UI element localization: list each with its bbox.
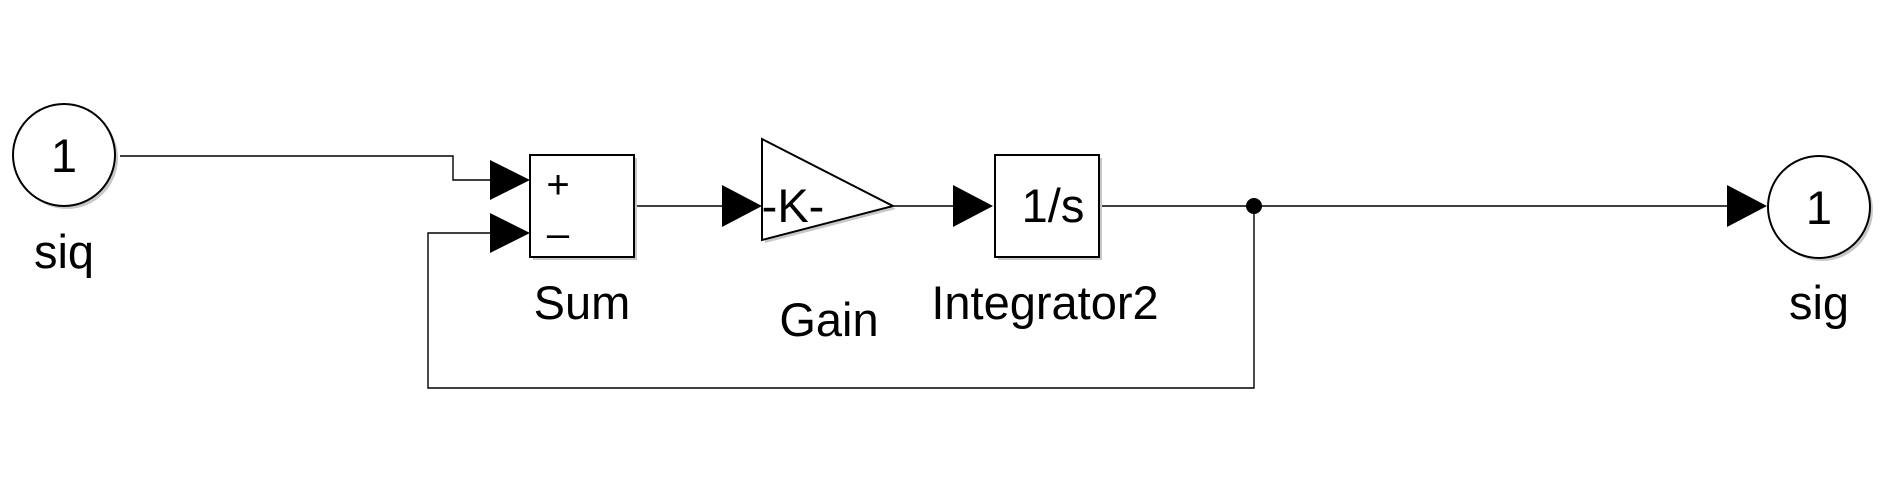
sum-plus-sign: + bbox=[546, 163, 569, 207]
integrator-expression: 1/s bbox=[1022, 179, 1085, 232]
wire-feedback-loop[interactable] bbox=[427, 206, 1255, 389]
sum-label[interactable]: Sum bbox=[534, 276, 631, 329]
integrator-block[interactable]: 1/s bbox=[994, 154, 1102, 260]
inport-block[interactable]: 1 bbox=[12, 103, 118, 209]
integrator-box bbox=[994, 154, 1100, 258]
arrowhead-integrator-input bbox=[953, 185, 993, 227]
arrowhead-outport-input bbox=[1727, 185, 1767, 227]
outport-block[interactable]: 1 bbox=[1767, 155, 1873, 261]
gain-label[interactable]: Gain bbox=[779, 293, 878, 346]
sum-box bbox=[529, 154, 635, 258]
outport-number: 1 bbox=[1806, 181, 1832, 234]
gain-value: -K- bbox=[762, 179, 825, 232]
inport-circle bbox=[12, 103, 116, 207]
signal-lines bbox=[120, 155, 1729, 389]
arrowhead-sum-plus bbox=[490, 160, 530, 200]
inport-label[interactable]: siq bbox=[34, 225, 94, 278]
outport-circle bbox=[1767, 155, 1871, 259]
arrowhead-gain-input bbox=[722, 185, 762, 227]
wire-inport-to-sum[interactable] bbox=[120, 155, 493, 181]
sum-block[interactable]: + – bbox=[529, 154, 637, 260]
branch-point[interactable] bbox=[1246, 198, 1262, 214]
gain-triangle bbox=[761, 137, 896, 242]
arrowhead-sum-minus bbox=[490, 213, 530, 253]
gain-block[interactable]: -K- bbox=[761, 137, 896, 243]
arrowheads bbox=[490, 160, 1767, 253]
sum-minus-sign: – bbox=[547, 212, 570, 256]
integrator-label[interactable]: Integrator2 bbox=[931, 276, 1158, 329]
inport-number: 1 bbox=[51, 129, 77, 182]
outport-label[interactable]: sig bbox=[1789, 276, 1849, 329]
